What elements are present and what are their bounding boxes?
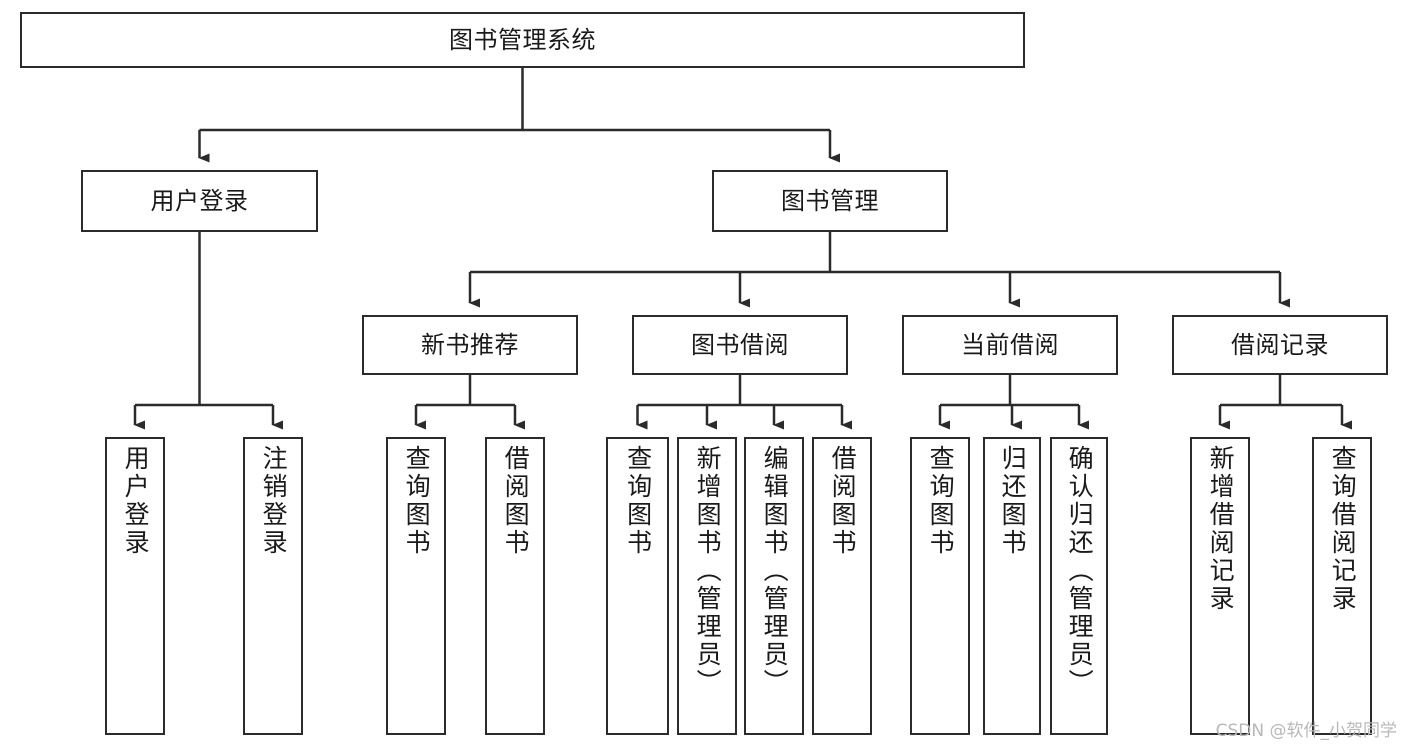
- node-leaf-cu-confirm[interactable]: 确认归还（管理员）: [1050, 437, 1108, 735]
- node-label: 借阅图书: [828, 445, 858, 557]
- csdn-watermark: CSDN @软件_小贺同学: [1215, 721, 1397, 741]
- node-root[interactable]: 图书管理系统: [20, 12, 1025, 68]
- node-leaf-re-query[interactable]: 查询借阅记录: [1312, 437, 1372, 735]
- node-current[interactable]: 当前借阅: [902, 315, 1118, 375]
- node-leaf-nb-borrow[interactable]: 借阅图书: [485, 437, 545, 735]
- node-label: 图书管理系统: [449, 25, 596, 54]
- node-label: 当前借阅: [961, 330, 1059, 359]
- node-newbook[interactable]: 新书推荐: [362, 315, 578, 375]
- node-leaf-user-login[interactable]: 用户登录: [105, 437, 165, 735]
- node-leaf-cu-query[interactable]: 查询图书: [910, 437, 970, 735]
- node-label: 新增借阅记录: [1206, 445, 1236, 613]
- node-label: 图书借阅: [691, 330, 789, 359]
- node-records[interactable]: 借阅记录: [1172, 315, 1388, 375]
- node-label: 新书推荐: [421, 330, 519, 359]
- node-label: 查询图书: [623, 445, 653, 557]
- node-label: 借阅记录: [1231, 330, 1329, 359]
- node-label: 新增图书（管理员）: [693, 445, 723, 697]
- node-leaf-nb-query[interactable]: 查询图书: [386, 437, 446, 735]
- node-leaf-bo-edit[interactable]: 编辑图书（管理员）: [744, 437, 804, 735]
- node-leaf-bo-query[interactable]: 查询图书: [606, 437, 669, 735]
- node-label: 查询图书: [926, 445, 956, 557]
- node-label: 确认归还（管理员）: [1065, 445, 1095, 697]
- node-leaf-cu-return[interactable]: 归还图书: [983, 437, 1041, 735]
- node-login[interactable]: 用户登录: [81, 170, 318, 232]
- node-label: 编辑图书（管理员）: [760, 445, 790, 697]
- node-label: 注销登录: [259, 445, 289, 557]
- node-label: 借阅图书: [501, 445, 531, 557]
- node-leaf-user-logout[interactable]: 注销登录: [243, 437, 303, 735]
- node-label: 用户登录: [121, 445, 151, 557]
- node-leaf-re-add[interactable]: 新增借阅记录: [1190, 437, 1250, 735]
- node-label: 查询图书: [402, 445, 432, 557]
- node-borrow[interactable]: 图书借阅: [632, 315, 848, 375]
- node-bookmgmt[interactable]: 图书管理: [712, 170, 948, 232]
- node-leaf-bo-add[interactable]: 新增图书（管理员）: [677, 437, 737, 735]
- node-label: 用户登录: [150, 186, 249, 215]
- node-label: 归还图书: [998, 445, 1028, 557]
- node-leaf-bo-borrow[interactable]: 借阅图书: [812, 437, 872, 735]
- node-label: 查询借阅记录: [1328, 445, 1358, 613]
- node-label: 图书管理: [781, 186, 879, 215]
